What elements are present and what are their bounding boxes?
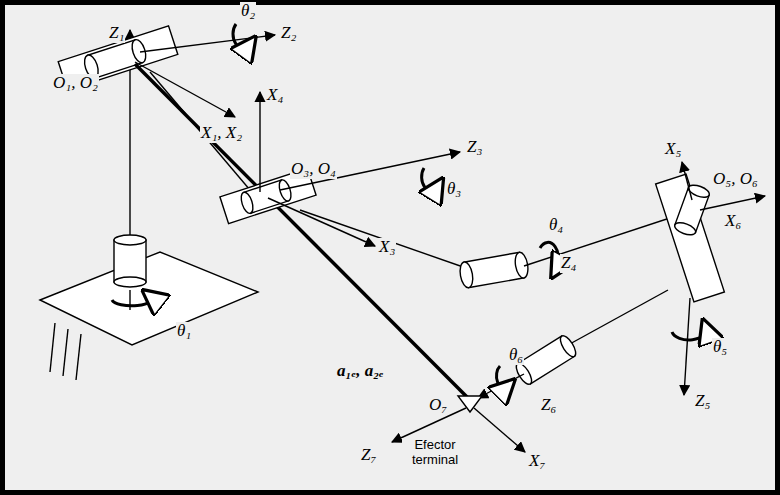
joint-angle: θ₅ [712,338,728,357]
axis-label: Z₂ [280,24,297,43]
joint-angle: θ₄ [548,216,564,235]
axis-label: Z₁ [108,24,125,43]
axis-label: X₇ [528,452,546,471]
joint-angle: θ₁ [176,322,192,341]
joint-angle: θ₆ [508,346,524,365]
origin-label: O₃, O₄ [290,160,337,179]
origin-label: O₇ [428,396,448,415]
origin-label: O₅, O₆ [712,170,759,189]
joint-angle: θ₂ [240,2,256,21]
origin-label: O₁, O₂ [52,74,99,93]
axis-label: Z₆ [540,396,557,415]
axis-label: Z₇ [360,446,377,465]
part-name: Efector terminal [402,438,468,468]
vector-label: a₁ₑ, a₂ₑ [336,362,385,381]
axis-label: Z₅ [694,392,711,411]
axis-label: X₁, X₂ [200,124,243,143]
joint-angle: θ₃ [446,180,462,199]
axis-label: X₃ [378,238,396,257]
axis-label: X₆ [724,212,742,231]
axis-label: X₄ [266,86,284,105]
axis-label: Z₃ [466,138,483,157]
axis-label: X₅ [664,140,682,159]
axis-label: Z₄ [560,254,577,273]
